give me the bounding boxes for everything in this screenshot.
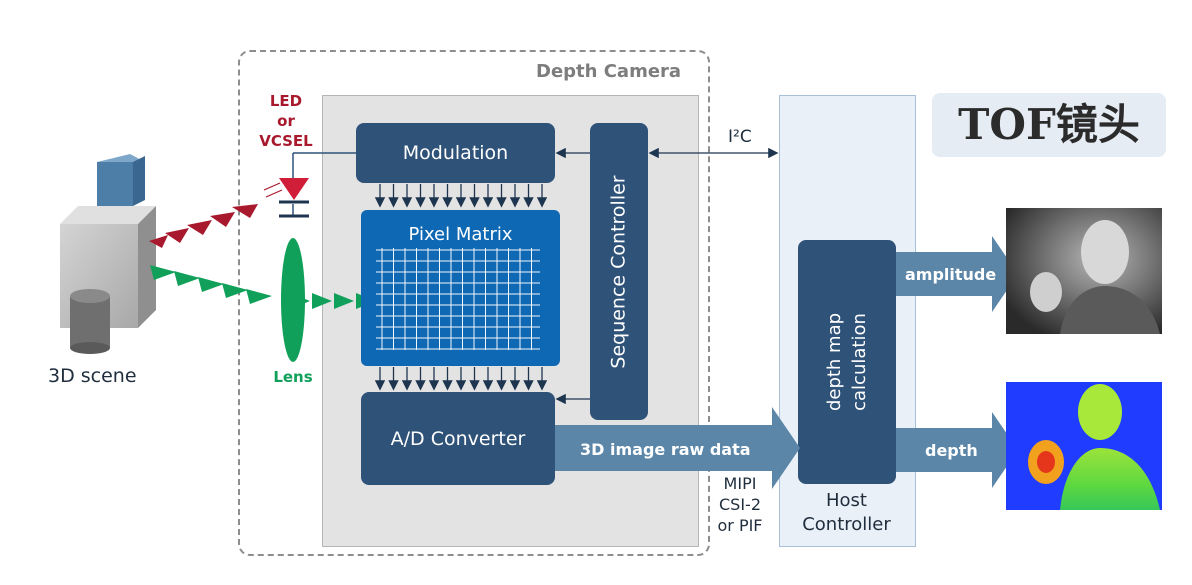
lens-shape (281, 238, 305, 362)
scene-label: 3D scene (48, 365, 137, 387)
emitter-label-line3: VCSEL (259, 132, 313, 150)
interface-label-line1: MIPI (723, 474, 757, 493)
depth-arrow (896, 412, 1018, 488)
pixel-matrix-block (361, 210, 560, 366)
depth-map-calculation-block: depth map calculation (798, 240, 896, 484)
emitter-diode-icon (279, 152, 356, 218)
depth-camera-boundary (238, 50, 710, 556)
pixel-to-ad-arrows (374, 367, 548, 391)
tof-badge (932, 93, 1166, 157)
modulation-block: Modulation (356, 123, 555, 183)
amplitude-image (1006, 208, 1162, 334)
i2c-label: I²C (728, 127, 752, 147)
modulation-to-pixel-arrows (374, 184, 548, 208)
depth-label: depth (925, 441, 978, 460)
pixel-matrix-label: Pixel Matrix (408, 224, 513, 245)
emitted-light-pulses (149, 182, 283, 248)
lens-label: Lens (273, 368, 313, 386)
scene-3d-graphic (60, 154, 156, 354)
interface-label-line2: CSI-2 (719, 495, 761, 514)
raw-data-arrow (555, 407, 800, 489)
interface-label-line3: or PIF (717, 516, 763, 535)
emitter-label-line1: LED (269, 92, 303, 110)
ad-converter-label: A/D Converter (390, 427, 526, 450)
modulation-label: Modulation (402, 142, 509, 164)
depth-camera-title: Depth Camera (536, 61, 682, 82)
sequence-controller-block: Sequence Controller (590, 123, 648, 420)
pixel-grid (376, 248, 540, 350)
amplitude-label: amplitude (905, 265, 997, 284)
host-controller-label-2: Controller (802, 514, 891, 535)
ad-converter-block: A/D Converter (361, 392, 555, 485)
tof-badge-text: TOF镜头 (958, 100, 1140, 149)
host-controller-label-1: Host (826, 490, 867, 511)
emitter-label-line2: or (277, 112, 295, 130)
raw-data-label: 3D image raw data (580, 440, 751, 459)
depth-image (1006, 382, 1162, 510)
amplitude-arrow (896, 236, 1018, 312)
